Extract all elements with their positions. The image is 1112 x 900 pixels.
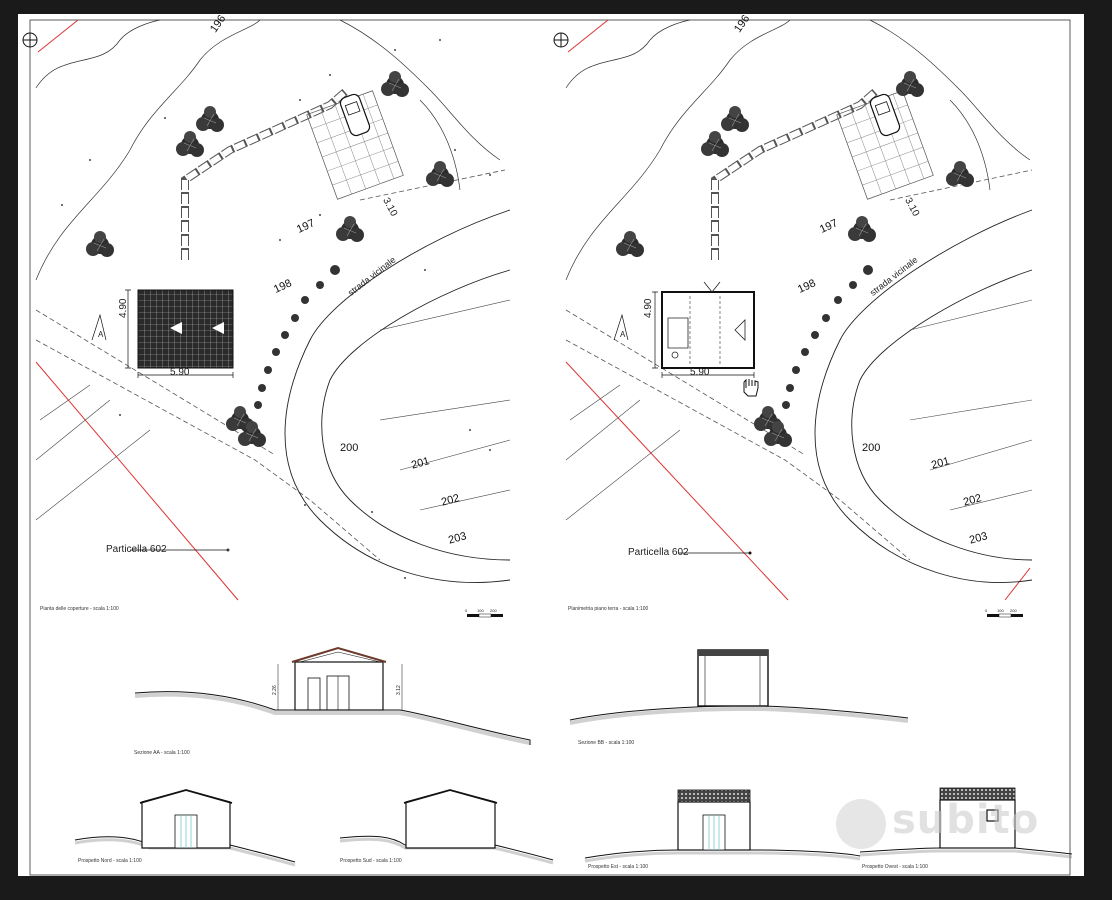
watermark-logo-icon (836, 799, 886, 849)
elevation-east (584, 789, 861, 863)
roof-plan (22, 19, 511, 618)
plan-caption: Planimetria piano terra - scala 1:100 (568, 606, 649, 612)
particella-label: Particella 602 (106, 544, 167, 555)
car-icon (339, 93, 371, 137)
scale-bar (987, 613, 1023, 618)
elevation-caption: Prospetto Sud - scala 1:100 (340, 858, 402, 864)
scale-label: 0 (465, 608, 468, 613)
scale-label: 200 (1010, 608, 1017, 613)
section-aa (134, 646, 531, 745)
parking-area (306, 90, 404, 200)
dimension-depth: 4.90 (118, 298, 129, 318)
elevation-caption: Prospetto Nord - scala 1:100 (78, 858, 142, 864)
section-dimension: 2.26 (272, 685, 278, 695)
scale-label: 0 (985, 608, 988, 613)
ground-floor-plan (553, 19, 1033, 618)
road-edge (284, 209, 511, 583)
north-arrow-icon (553, 32, 569, 48)
plan-caption: Pianta delle coperture - scala 1:100 (40, 606, 119, 612)
section-caption: Sezione BB - scala 1:100 (578, 740, 635, 746)
contour-label: 200 (340, 442, 359, 454)
boundary-line (37, 19, 79, 53)
scale-label: 100 (477, 608, 484, 613)
scale-bar (467, 613, 503, 618)
contour-label: 200 (862, 442, 881, 454)
north-arrow-icon (22, 32, 38, 48)
scale-label: 100 (997, 608, 1004, 613)
particella-label: Particella 602 (628, 547, 689, 558)
hand-cursor-icon (743, 378, 759, 397)
parking-area (836, 90, 934, 200)
dimension-width: 5.90 (690, 367, 710, 378)
section-mark: A (620, 330, 626, 339)
boundary-line (35, 361, 239, 601)
elevation-caption: Prospetto Ovest - scala 1:100 (862, 864, 928, 870)
dimension-depth: 4.90 (643, 298, 654, 318)
section-mark: A (98, 330, 104, 339)
section-caption: Sezione AA - scala 1:100 (134, 750, 190, 756)
section-bb (569, 649, 909, 725)
dimension-width: 5.90 (170, 367, 190, 378)
drawing-sheet (18, 14, 1084, 876)
car-icon (869, 93, 901, 137)
watermark: subito (892, 797, 1040, 843)
elevation-west (859, 787, 1073, 859)
drawing-border (29, 19, 1071, 876)
section-dimension: 3.12 (396, 685, 402, 695)
elevation-north (74, 789, 296, 867)
scale-label: 200 (490, 608, 497, 613)
road-edge (321, 269, 511, 561)
elevation-caption: Prospetto Est - scala 1:100 (588, 864, 649, 870)
floor-plan-outline (661, 291, 755, 369)
elevation-south (339, 789, 554, 865)
